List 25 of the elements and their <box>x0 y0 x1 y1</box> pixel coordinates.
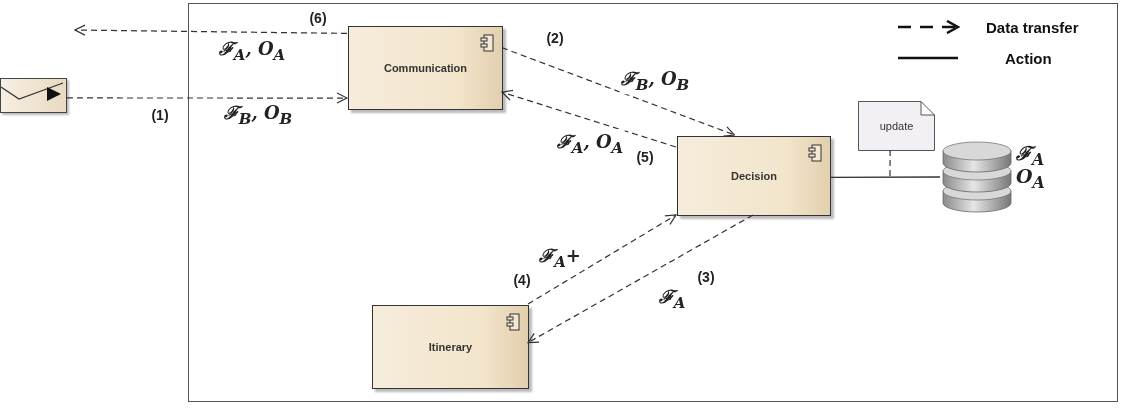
step-number: (6) <box>309 10 327 26</box>
step-number: (3) <box>697 269 715 285</box>
component-box <box>348 26 503 110</box>
note-text: update <box>879 120 914 132</box>
legend-text: Data transfer <box>986 18 1079 36</box>
step-number: (5) <box>636 149 654 165</box>
dashed-arrow <box>74 24 348 36</box>
dashed-arrow <box>501 47 736 137</box>
step-number: (1) <box>151 107 169 123</box>
connector-line <box>829 176 941 179</box>
note-shape <box>858 101 935 151</box>
component-name: Communication <box>383 62 468 74</box>
dashed-arrow <box>527 214 677 305</box>
step-number: (4) <box>513 272 531 288</box>
dashed-arrow <box>527 214 754 344</box>
system-boundary <box>188 3 1118 402</box>
component-box <box>677 136 831 216</box>
step-number: (2) <box>546 30 564 46</box>
dashed-arrow <box>66 92 348 104</box>
dashed-arrow <box>501 89 677 148</box>
component-name: Itinerary <box>428 341 473 353</box>
database-cylinder <box>941 141 1013 215</box>
legend-text: Action <box>1005 49 1052 67</box>
component-name: Decision <box>731 170 777 182</box>
component-box <box>372 305 529 389</box>
